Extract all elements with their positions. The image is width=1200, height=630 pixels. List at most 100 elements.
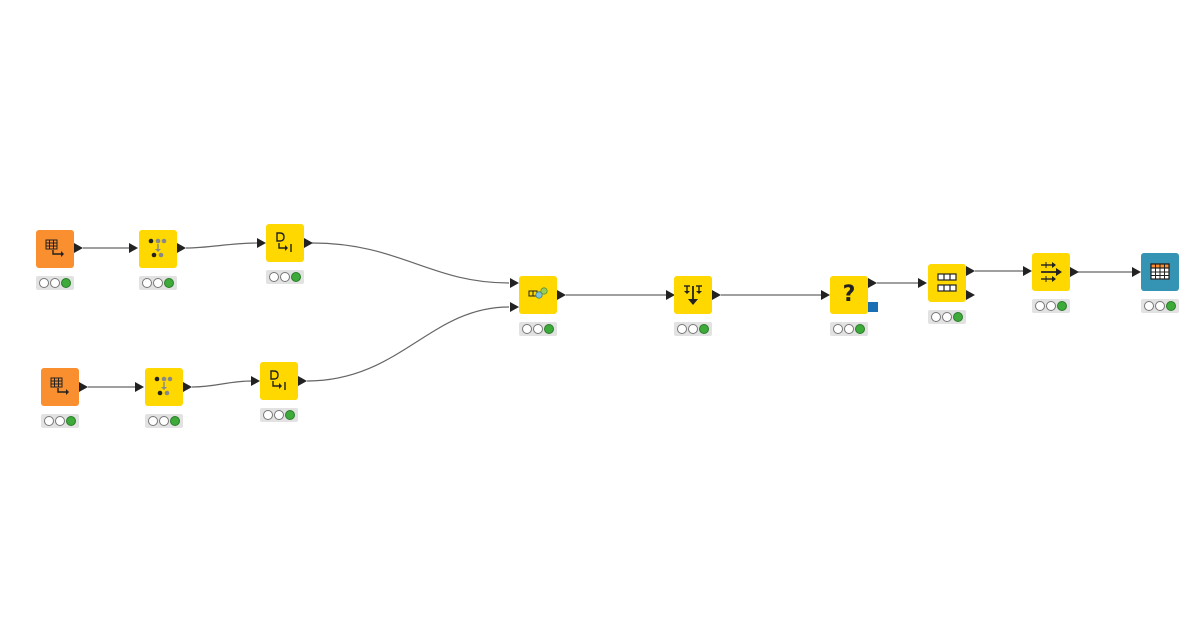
status-light-red [833,324,843,334]
input-port [251,376,260,386]
status-light-yellow [274,410,284,420]
status-light-yellow [55,416,65,426]
status-indicator [519,322,557,336]
status-light-yellow [942,312,952,322]
output-port[interactable] [966,266,975,276]
output-port[interactable] [183,382,192,392]
status-light-yellow [159,416,169,426]
column-filter-icon [154,376,173,396]
table-reader-icon [45,239,64,257]
status-light-green [1166,301,1176,311]
column-rename-icon [276,232,292,252]
status-light-yellow [688,324,698,334]
status-light-red [148,416,158,426]
output-port[interactable] [79,382,88,392]
table-reader-node-1[interactable] [36,230,74,268]
column-rename-icon [270,370,286,390]
partitioning-icon [937,273,957,292]
status-light-red [931,312,941,322]
status-light-yellow [1155,301,1165,311]
status-light-red [677,324,687,334]
status-light-green [61,278,71,288]
input-port [666,290,675,300]
output-port[interactable] [74,243,83,253]
status-light-red [522,324,532,334]
status-light-green [66,416,76,426]
missing-value-node[interactable]: ? [830,276,868,314]
concatenate-icon [684,285,702,305]
sorter-node[interactable] [1032,253,1070,291]
status-indicator [928,310,966,324]
input-port [821,290,830,300]
status-light-red [1035,301,1045,311]
status-indicator [674,322,712,336]
status-light-yellow [844,324,854,334]
status-light-green [170,416,180,426]
input-port [510,278,519,288]
status-light-yellow [50,278,60,288]
status-light-green [855,324,865,334]
status-light-red [44,416,54,426]
input-port [918,278,927,288]
input-port [135,382,144,392]
status-indicator [830,322,868,336]
connection-filter-2-rename-2[interactable] [191,380,253,388]
output-port[interactable] [304,238,313,248]
status-light-yellow [533,324,543,334]
status-indicator [1141,299,1179,313]
table-reader-node-2[interactable] [41,368,79,406]
status-indicator [145,414,183,428]
output-port[interactable] [177,243,186,253]
output-port[interactable] [557,290,566,300]
status-light-green [1057,301,1067,311]
flow-variable-port[interactable] [868,302,878,312]
status-light-green [544,324,554,334]
sorter-icon [1041,262,1062,282]
input-ports [129,238,1141,392]
status-light-green [291,272,301,282]
column-rename-node-1[interactable] [266,224,304,262]
joiner-node[interactable] [519,276,557,314]
status-light-red [142,278,152,288]
status-indicator [41,414,79,428]
status-light-yellow [280,272,290,282]
status-light-green [285,410,295,420]
column-rename-node-2[interactable] [260,362,298,400]
status-indicator [139,276,177,290]
partitioning-node[interactable] [928,264,966,302]
status-indicator [266,270,304,284]
output-port[interactable] [298,376,307,386]
status-indicator [36,276,74,290]
output-port[interactable] [966,290,975,300]
column-filter-node-1[interactable] [139,230,177,268]
status-light-red [1144,301,1154,311]
column-filter-node-2[interactable] [145,368,183,406]
table-view-icon [1150,263,1170,280]
connection-filter-1-rename-1[interactable] [185,242,259,249]
status-light-yellow [153,278,163,288]
table-view-node[interactable] [1141,253,1179,291]
status-light-green [953,312,963,322]
status-light-green [699,324,709,334]
status-light-green [164,278,174,288]
output-port[interactable] [712,290,721,300]
input-port [1132,267,1141,277]
concatenate-node[interactable] [674,276,712,314]
joiner-icon [528,287,548,299]
status-light-red [269,272,279,282]
output-port[interactable] [1070,267,1079,277]
output-port[interactable] [868,278,877,288]
input-port [257,238,266,248]
missing-value-icon: ? [842,282,856,307]
input-port [1023,266,1032,276]
table-reader-icon [50,377,69,395]
status-light-yellow [1046,301,1056,311]
input-port [510,302,519,312]
status-indicator [260,408,298,422]
column-filter-icon [148,238,167,258]
connection-rename-1-joiner[interactable] [311,242,510,284]
connection-rename-2-joiner[interactable] [306,306,510,382]
status-light-red [263,410,273,420]
